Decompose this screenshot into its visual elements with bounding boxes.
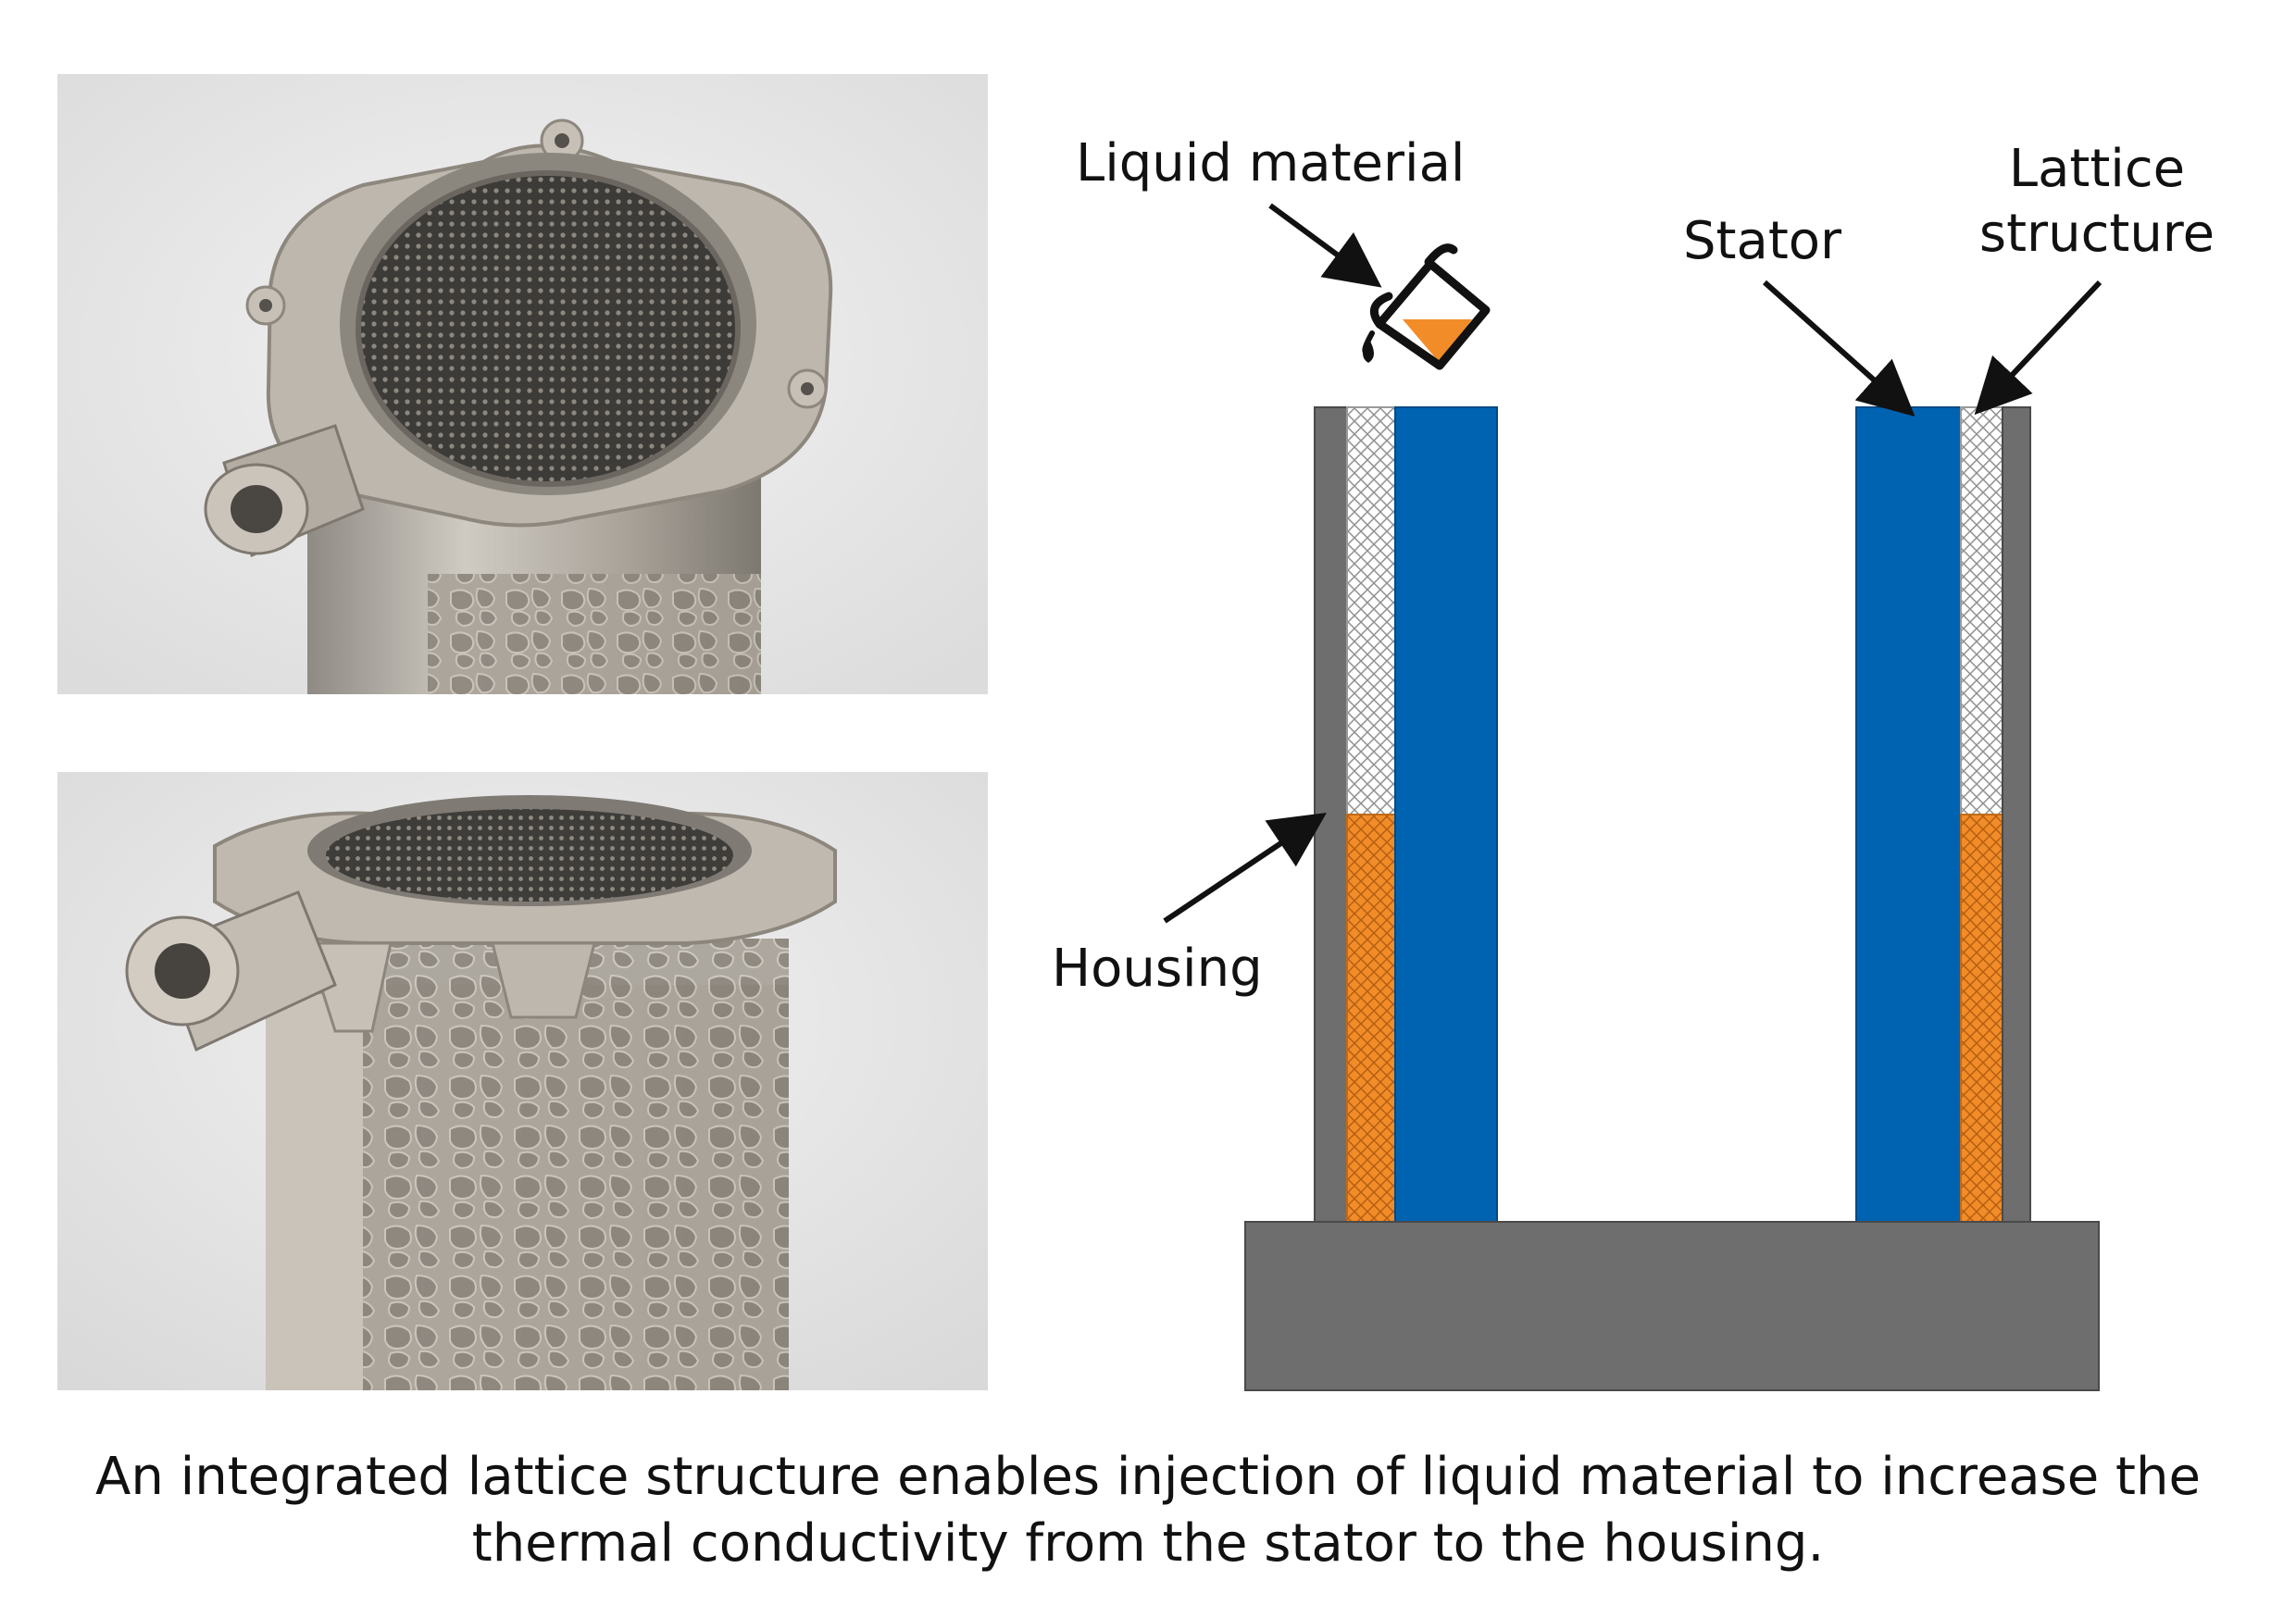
label-stator: Stator [1683,211,1842,271]
label-lattice-line1: Lattice [2008,139,2186,199]
stator-housing-cross-section-diagram [1163,203,2103,1391]
housing-base [1244,1221,2100,1391]
caption-line2: thermal conductivity from the stator to … [471,1513,1825,1574]
label-housing: Housing [1052,939,1263,999]
label-lattice-structure: Lattice structure [1963,137,2231,267]
lattice-right-empty [1960,406,2003,815]
lattice-left-filled [1346,814,1396,1223]
arrow-liquid-material [1268,203,1382,288]
photo-housing-top-view [57,74,988,694]
arrow-housing [1163,812,1327,924]
label-lattice-line2: structure [1978,204,2215,264]
bucket-pouring-icon [1362,243,1491,370]
caption-line1: An integrated lattice structure enables … [95,1447,2201,1507]
housing-left-wall [1314,406,1348,1223]
photo-housing-side-view [57,772,988,1390]
lattice-left-empty [1346,406,1396,815]
figure-caption: An integrated lattice structure enables … [37,1444,2259,1577]
label-liquid-material: Liquid material [1076,133,1466,193]
housing-right-wall [2002,406,2031,1223]
arrow-stator [1763,280,1915,417]
arrow-lattice-structure [1974,280,2103,416]
stator-left [1394,406,1498,1223]
stator-right [1855,406,1962,1223]
lattice-right-filled [1960,814,2003,1223]
